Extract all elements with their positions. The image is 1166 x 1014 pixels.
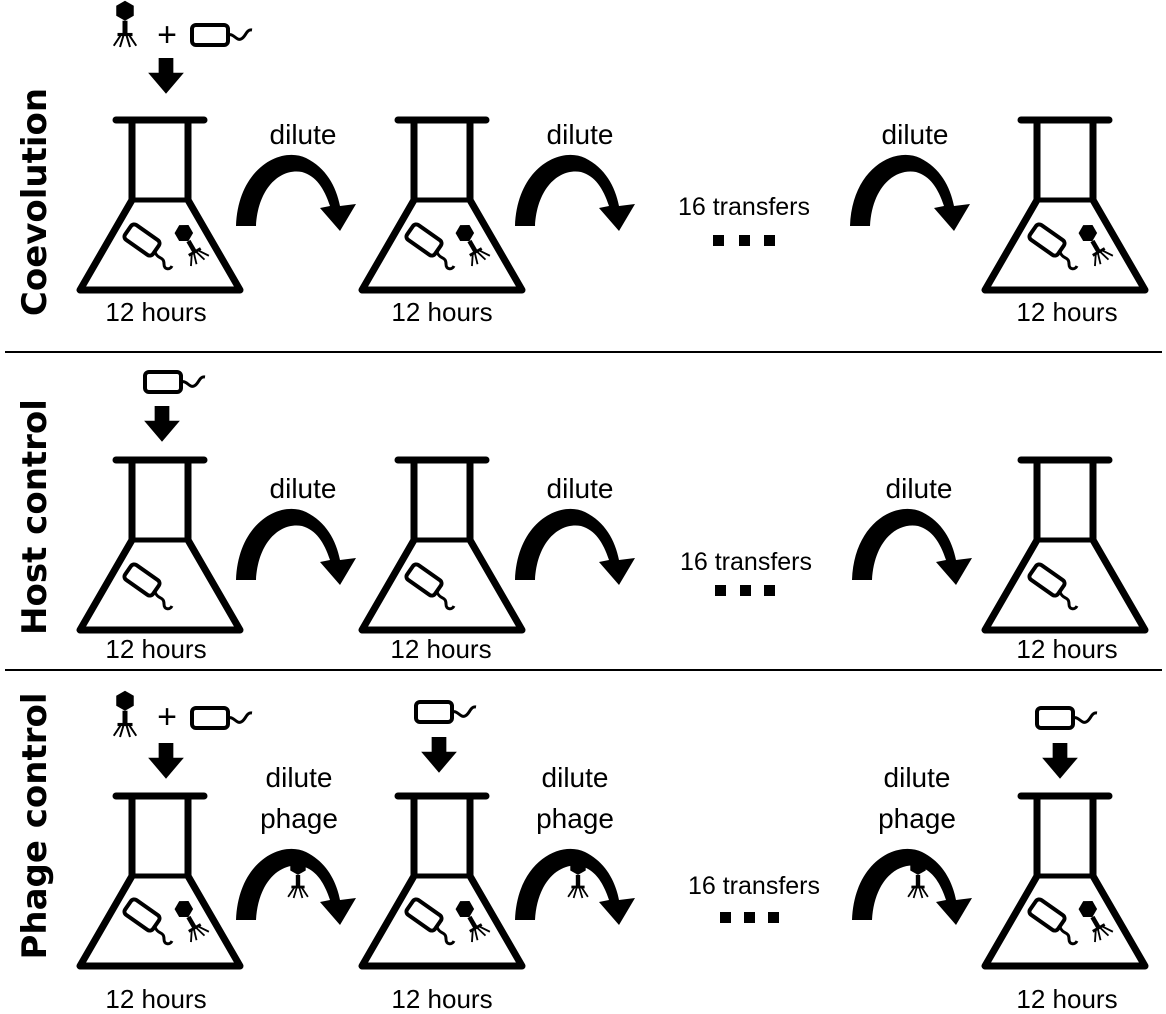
dilute-label: dilute	[882, 119, 949, 150]
flask-label: 12 hours	[391, 297, 492, 327]
down-arrow-icon	[148, 58, 184, 94]
dilute-label: dilute	[884, 762, 951, 793]
down-arrow-icon	[144, 406, 180, 442]
row-coevolution: Coevolution + 12 hours dilute 12 hours d…	[15, 1, 1145, 327]
bacterium-icon	[190, 23, 254, 47]
flask-icon	[985, 120, 1145, 290]
phage-icon	[908, 857, 928, 898]
phage-icon	[288, 857, 308, 898]
flask-icon	[985, 796, 1145, 966]
down-arrow-icon	[1042, 743, 1078, 779]
bacterium-icon	[1025, 895, 1079, 946]
flask-icon	[985, 460, 1145, 630]
row-label: Phage control	[15, 692, 55, 959]
ellipsis-icon	[713, 235, 775, 246]
down-arrow-icon	[421, 737, 457, 773]
curved-arrow-icon	[852, 508, 972, 585]
dilute-label: phage	[536, 803, 614, 834]
flask-label: 12 hours	[391, 984, 492, 1014]
flask-icon	[362, 460, 522, 630]
dilute-label: dilute	[270, 473, 337, 504]
flask-icon	[362, 796, 522, 966]
flask-label: 12 hours	[1016, 984, 1117, 1014]
plus-sign: +	[157, 16, 177, 54]
dilute-label: dilute	[266, 762, 333, 793]
bacterium-icon	[120, 560, 174, 611]
bacterium-icon	[120, 895, 174, 946]
dilute-label: dilute	[547, 119, 614, 150]
ellipsis-icon	[715, 585, 775, 596]
bacterium-icon	[402, 895, 456, 946]
phage-icon	[114, 691, 137, 737]
bacterium-icon	[402, 220, 456, 271]
flask-label: 12 hours	[1016, 297, 1117, 327]
flask-label: 12 hours	[1016, 634, 1117, 664]
row-phage-control: Phage control + 12 hours dilute phage 12…	[15, 691, 1145, 1014]
bacterium-icon	[143, 370, 207, 394]
transfers-label: 16 transfers	[688, 872, 820, 900]
bacterium-icon	[1025, 220, 1079, 271]
dilute-label: dilute	[886, 473, 953, 504]
plus-sign: +	[157, 698, 177, 736]
curved-arrow-icon	[515, 154, 635, 231]
row-label: Host control	[15, 399, 55, 635]
flask-label: 12 hours	[390, 634, 491, 664]
dilute-label: phage	[878, 803, 956, 834]
down-arrow-icon	[148, 743, 184, 779]
dilute-label: dilute	[270, 119, 337, 150]
bacterium-icon	[414, 700, 478, 724]
phage-icon	[568, 857, 588, 898]
transfers-label: 16 transfers	[678, 193, 810, 221]
bacterium-icon	[1035, 706, 1099, 730]
dilute-label: dilute	[547, 473, 614, 504]
dilute-label: phage	[260, 803, 338, 834]
bacterium-icon	[1025, 560, 1079, 611]
curved-arrow-icon	[236, 154, 356, 231]
flask-label: 12 hours	[105, 634, 206, 664]
phage-icon	[114, 1, 137, 47]
flask-label: 12 hours	[105, 984, 206, 1014]
curved-arrow-icon	[515, 508, 635, 585]
curved-arrow-icon	[236, 508, 356, 585]
bacterium-icon	[190, 706, 254, 730]
flask-icon	[362, 120, 522, 290]
row-host-control: Host control 12 hours dilute 12 hours di…	[15, 370, 1145, 664]
bacterium-icon	[120, 220, 174, 271]
transfers-label: 16 transfers	[680, 548, 812, 576]
flask-icon	[80, 796, 240, 966]
dilute-label: dilute	[542, 762, 609, 793]
row-label: Coevolution	[15, 88, 55, 316]
ellipsis-icon	[720, 912, 779, 923]
bacterium-icon	[402, 560, 456, 611]
flask-label: 12 hours	[105, 297, 206, 327]
flask-icon	[80, 460, 240, 630]
curved-arrow-icon	[850, 154, 970, 231]
flask-icon	[80, 120, 240, 290]
